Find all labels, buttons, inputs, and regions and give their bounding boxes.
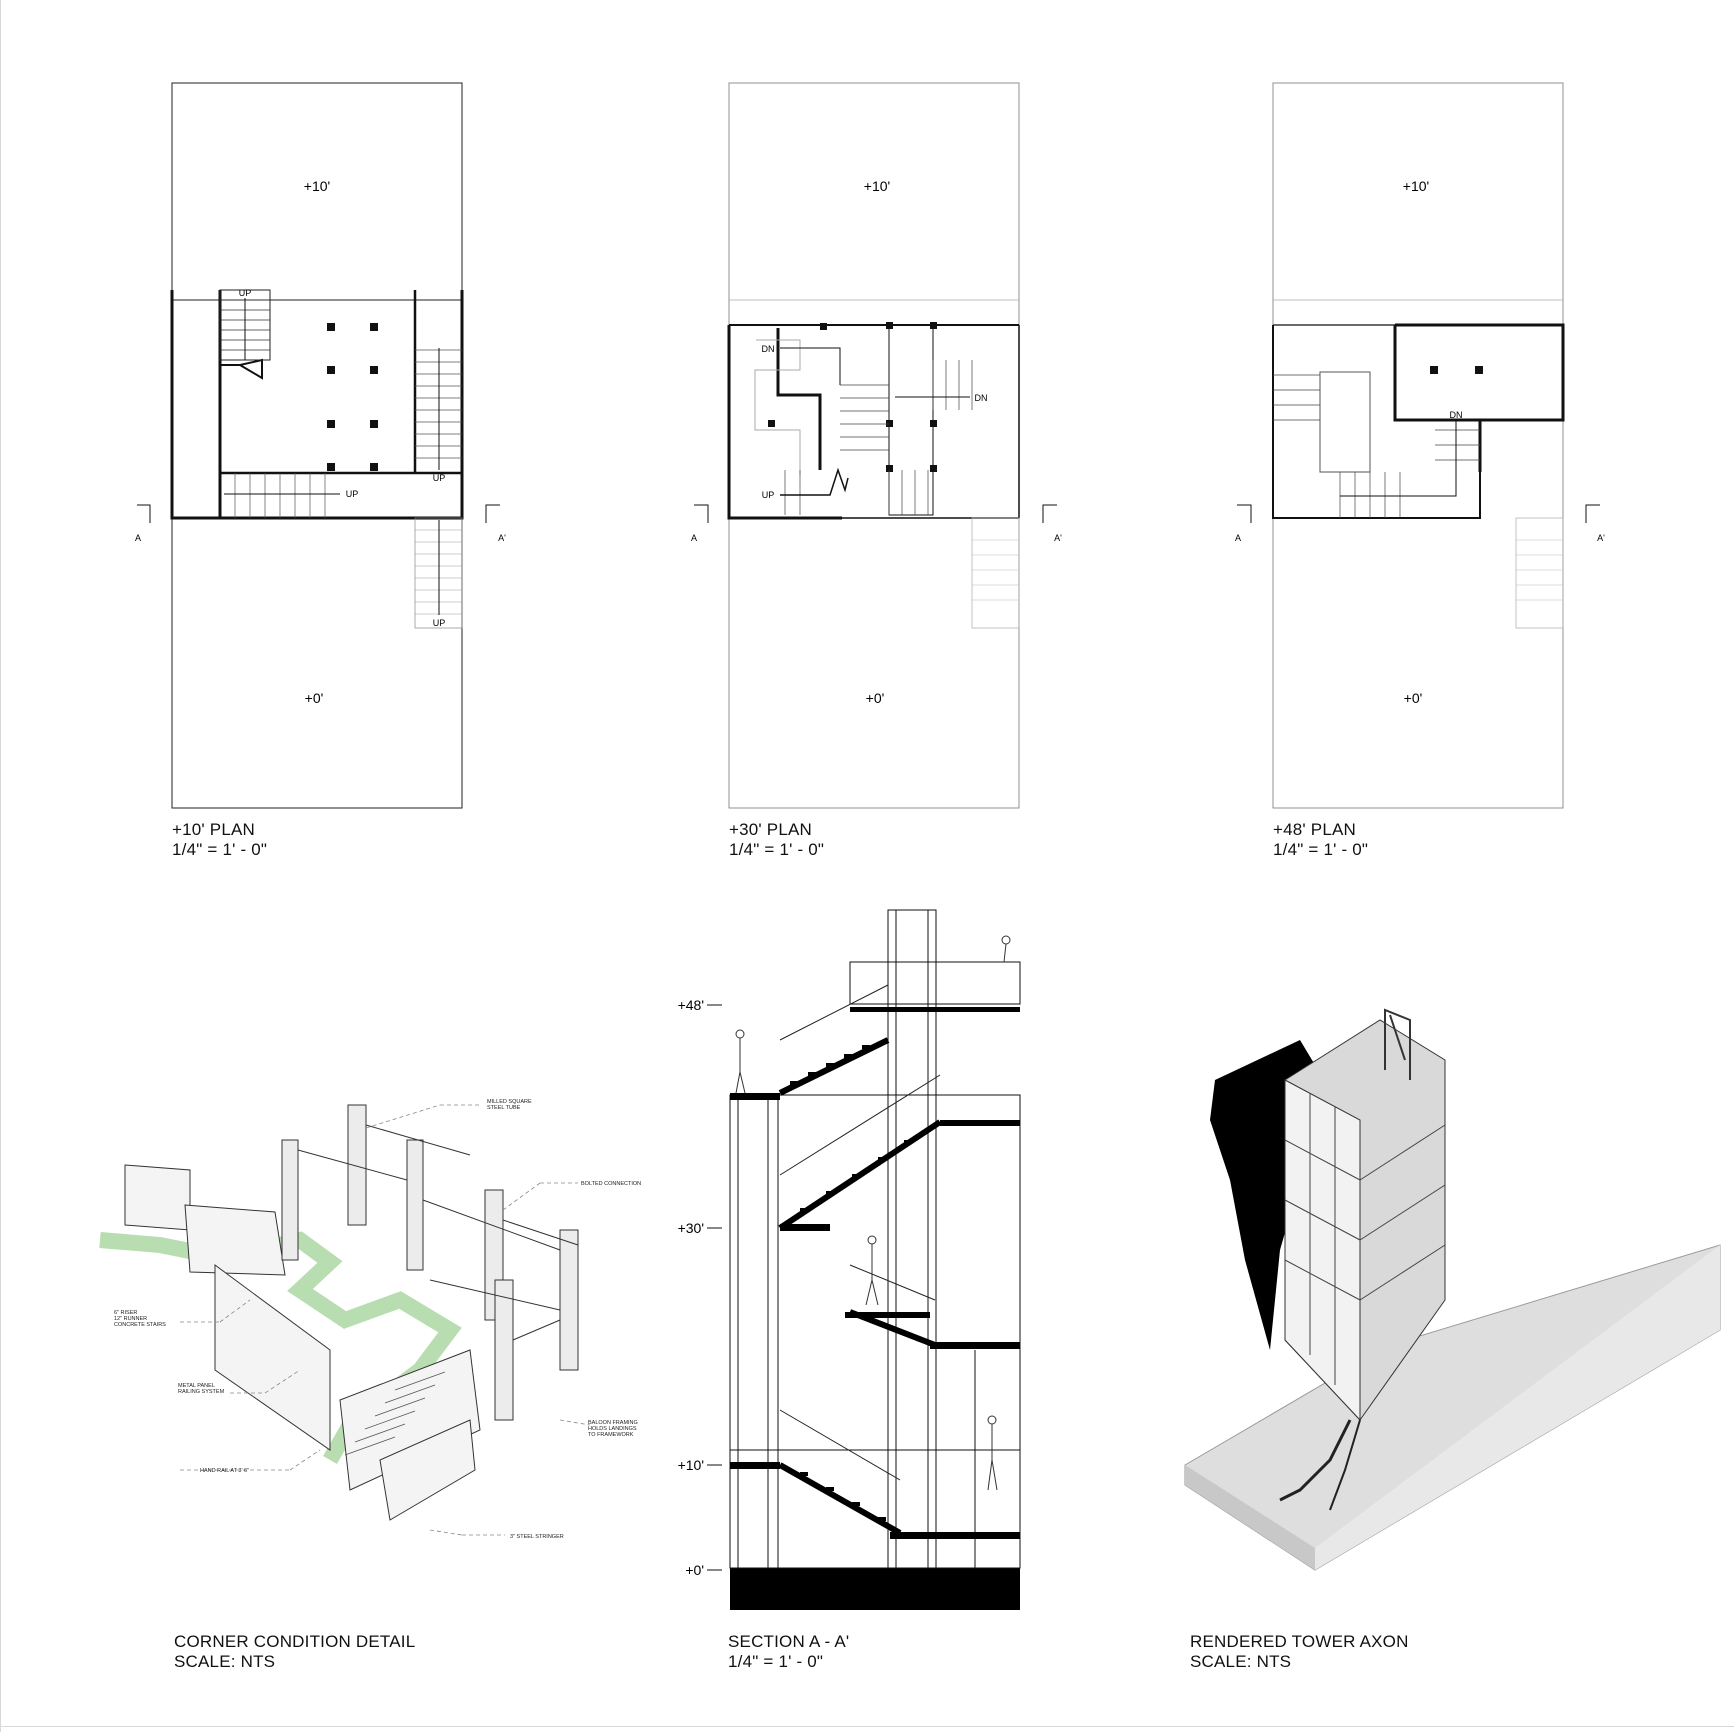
corner-detail: MILLED SQUARE STEEL TUBE BOLTED CONNECTI…: [99, 1099, 641, 1540]
plan-10: +10' +0' UP: [135, 82, 506, 809]
section-mark: A': [498, 533, 506, 543]
plan-48: +10' +0' DN: [1235, 82, 1605, 809]
callout: TO FRAMEWORK: [588, 1432, 634, 1438]
callout: HOLDS LANDINGS: [588, 1426, 637, 1432]
plan-label-dn: DN: [1450, 410, 1463, 420]
plan-label-up: UP: [762, 490, 775, 500]
section-caption: SECTION A - A' 1/4" = 1' - 0": [728, 1632, 849, 1672]
level-marker: +48': [678, 997, 704, 1013]
axon-title: RENDERED TOWER AXON: [1190, 1632, 1409, 1651]
level-marker: +10': [678, 1457, 704, 1473]
detail-caption: CORNER CONDITION DETAIL SCALE: NTS: [174, 1632, 415, 1672]
section-mark: A: [691, 533, 697, 543]
callout: RAILING SYSTEM: [178, 1389, 225, 1395]
callout: 12" RUNNER: [114, 1316, 147, 1322]
plan-scale: 1/4" = 1' - 0": [1273, 840, 1369, 859]
section-mark: A': [1054, 533, 1062, 543]
callout: CONCRETE STAIRS: [114, 1322, 166, 1328]
plan-label-dn: DN: [762, 344, 775, 354]
plan-title: +10' PLAN: [172, 820, 256, 839]
level-marker: +30': [678, 1220, 704, 1236]
plan-label-up: UP: [433, 473, 446, 483]
callout: MILLED SQUARE: [487, 1099, 532, 1105]
plan-title: +30' PLAN: [729, 820, 813, 839]
plan-title: +48' PLAN: [1273, 820, 1357, 839]
plan-level-lower: +0': [1404, 690, 1423, 706]
callout: 6" RISER: [114, 1310, 137, 1316]
plan-level-upper: +10': [304, 178, 330, 194]
plan-level-upper: +10': [864, 178, 890, 194]
plan-label-dn: DN: [975, 393, 988, 403]
callout: STEEL TUBE: [487, 1105, 521, 1111]
callout: 3" STEEL STRINGER: [510, 1534, 564, 1540]
section-mark: A: [135, 533, 141, 543]
level-marker: +0': [685, 1562, 704, 1578]
plan-level-lower: +0': [305, 690, 324, 706]
tower-axon: [1184, 1008, 1721, 1571]
plan-caption: +10' PLAN 1/4" = 1' - 0": [172, 820, 267, 860]
section-mark: A: [1235, 533, 1241, 543]
callout: METAL PANEL: [178, 1383, 215, 1389]
sheet-border: [0, 0, 1, 1732]
callout: HAND RAIL AT 3' 6": [200, 1468, 249, 1474]
axon-scale: SCALE: NTS: [1190, 1652, 1292, 1671]
plan-scale: 1/4" = 1' - 0": [172, 840, 268, 859]
plan-caption: +48' PLAN 1/4" = 1' - 0": [1273, 820, 1368, 860]
plan-level-upper: +10': [1403, 178, 1429, 194]
plan-label-up: UP: [346, 489, 359, 499]
detail-title: CORNER CONDITION DETAIL: [174, 1632, 416, 1651]
section-title: SECTION A - A': [728, 1632, 850, 1651]
detail-scale: SCALE: NTS: [174, 1652, 276, 1671]
section-scale: 1/4" = 1' - 0": [728, 1652, 824, 1671]
plan-label-up: UP: [239, 288, 252, 298]
callout: BALOON FRAMING: [588, 1420, 638, 1426]
callout: BOLTED CONNECTION: [581, 1181, 641, 1187]
plan-caption: +30' PLAN 1/4" = 1' - 0": [729, 820, 824, 860]
plan-scale: 1/4" = 1' - 0": [729, 840, 825, 859]
section-aa: +48' +30' +10' +0': [678, 909, 1021, 1610]
plan-level-lower: +0': [866, 690, 885, 706]
plan-label-up: UP: [433, 618, 446, 628]
axon-caption: RENDERED TOWER AXON SCALE: NTS: [1190, 1632, 1409, 1672]
sheet-border: [0, 1726, 1734, 1727]
plan-30: +10' +0': [691, 82, 1062, 809]
section-mark: A': [1597, 533, 1605, 543]
